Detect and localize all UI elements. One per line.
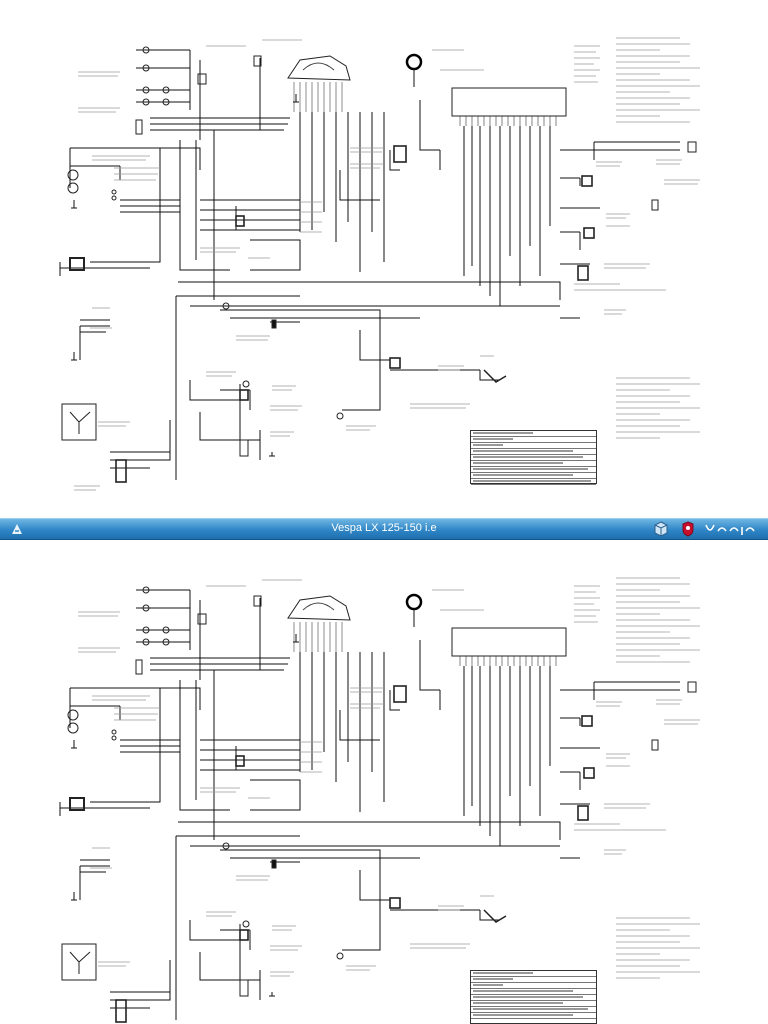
legend-table-bottom (470, 970, 597, 1024)
piaggio-logo-icon (12, 524, 22, 534)
document-title: Vespa LX 125-150 i.e (331, 522, 437, 534)
wiring-diagram-page-top (59, 37, 700, 491)
wiring-diagram-top (59, 37, 700, 491)
wiring-diagram-bottom (58, 576, 702, 1024)
shield-emblem-icon[interactable] (682, 521, 694, 537)
vespa-script-logo-icon[interactable] (704, 521, 760, 537)
viewer-banner: Vespa LX 125-150 i.e (0, 518, 768, 540)
legend-table (470, 430, 597, 485)
box-cube-icon[interactable] (654, 521, 668, 537)
wiring-diagram-page-bottom (0, 540, 768, 1024)
